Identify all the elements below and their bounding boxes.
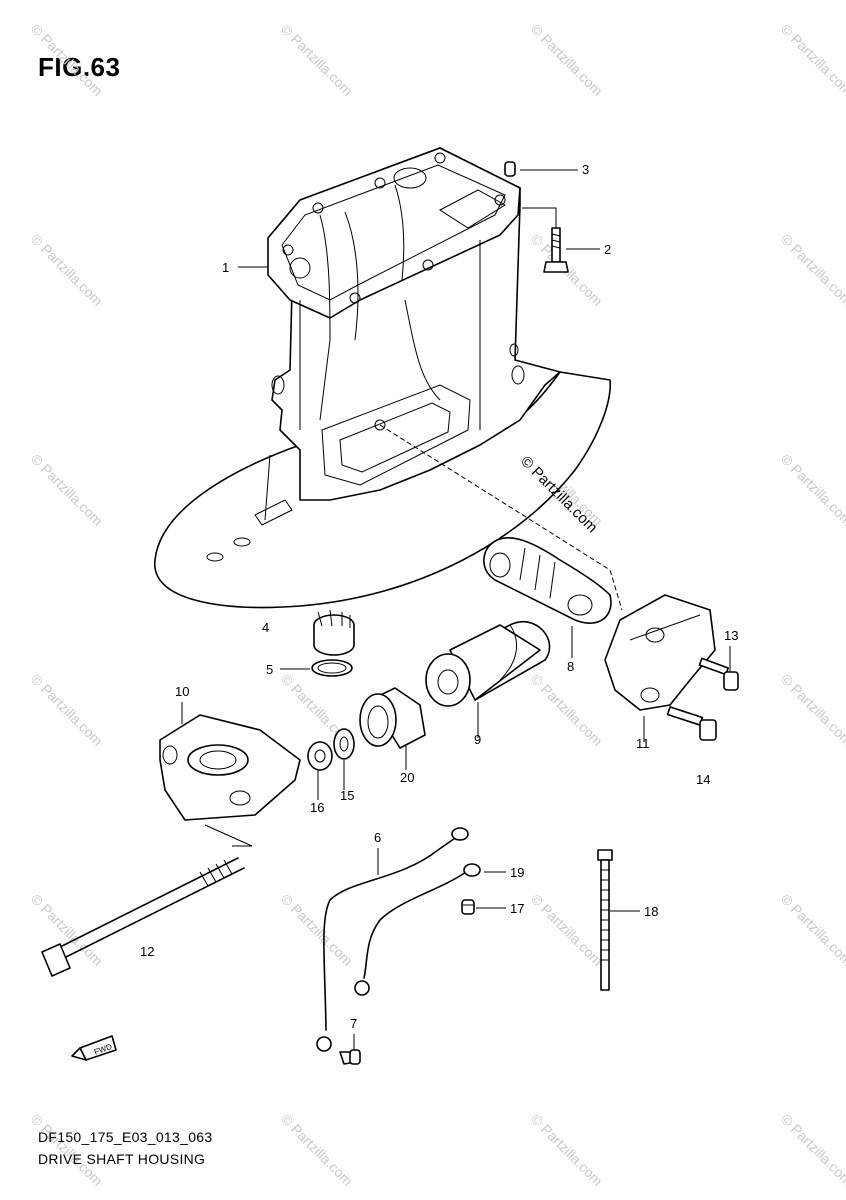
callout-7: 7 bbox=[350, 1016, 357, 1031]
watermark-text: © Partzilla.com bbox=[278, 1111, 356, 1189]
part-10-lower-mount-housing[interactable] bbox=[159, 714, 301, 821]
watermark-text: © Partzilla.com bbox=[778, 21, 846, 99]
watermark-text: © Partzilla.com bbox=[278, 891, 356, 969]
callout-4: 4 bbox=[262, 620, 269, 635]
callout-17: 17 bbox=[510, 901, 524, 916]
callout-8: 8 bbox=[567, 659, 574, 674]
callout-3: 3 bbox=[582, 162, 589, 177]
part-5-o-ring[interactable] bbox=[311, 659, 353, 677]
part-17-screw[interactable] bbox=[461, 899, 475, 915]
part-14-bolt[interactable] bbox=[666, 706, 717, 741]
callout-20: 20 bbox=[400, 770, 414, 785]
watermark-text: © Partzilla.com bbox=[28, 451, 106, 529]
footer-diagram-code: DF150_175_E03_013_063 bbox=[38, 1129, 213, 1145]
watermark-text: © Partzilla.com bbox=[528, 21, 606, 99]
callout-9: 9 bbox=[474, 732, 481, 747]
watermark-text: © Partzilla.com bbox=[778, 451, 846, 529]
callout-14: 14 bbox=[696, 772, 710, 787]
figure-title: FIG.63 bbox=[38, 52, 121, 82]
watermark-text: © Partzilla.com bbox=[778, 891, 846, 969]
part-15-washer[interactable] bbox=[333, 728, 355, 760]
callout-leaders bbox=[181, 169, 731, 1050]
callout-16: 16 bbox=[310, 800, 324, 815]
callout-labels: 1 2 3 4 5 6 7 8 9 10 11 12 13 14 15 16 1… bbox=[140, 162, 738, 1031]
watermark-text: © Partzilla.com bbox=[28, 1111, 106, 1189]
part-3-dowel-pin[interactable] bbox=[504, 161, 516, 177]
part-11-mount-bracket[interactable] bbox=[604, 594, 716, 711]
fwd-direction-arrow bbox=[71, 1035, 117, 1061]
callout-15: 15 bbox=[340, 788, 354, 803]
callout-12: 12 bbox=[140, 944, 154, 959]
part-16-washer[interactable] bbox=[307, 741, 333, 771]
callout-6: 6 bbox=[374, 830, 381, 845]
part-8-rubber-mount[interactable] bbox=[483, 537, 612, 624]
watermark-text: © Partzilla.com bbox=[28, 671, 106, 749]
callout-13: 13 bbox=[724, 628, 738, 643]
watermark-text: © Partzilla.com bbox=[528, 671, 606, 749]
callout-5: 5 bbox=[266, 662, 273, 677]
part-9-mount-cylinder[interactable] bbox=[425, 620, 551, 707]
part-18-cable-tie[interactable] bbox=[597, 849, 613, 991]
callout-10: 10 bbox=[175, 684, 189, 699]
watermark-text: © Partzilla.com bbox=[778, 1111, 846, 1189]
watermark-text: © Partzilla.com bbox=[778, 671, 846, 749]
footer-assembly-name: DRIVE SHAFT HOUSING bbox=[38, 1151, 206, 1167]
part-7-screw[interactable] bbox=[339, 1049, 361, 1065]
part-6-ground-wire[interactable] bbox=[316, 827, 469, 1052]
callout-1: 1 bbox=[222, 260, 229, 275]
watermark-text: © Partzilla.com bbox=[778, 231, 846, 309]
callout-11: 11 bbox=[636, 736, 650, 751]
watermark-text: © Partzilla.com bbox=[278, 21, 356, 99]
watermark-text: © Partzilla.com bbox=[528, 891, 606, 969]
part-12-long-bolt[interactable] bbox=[41, 824, 253, 977]
part-4-bushing[interactable] bbox=[313, 609, 355, 656]
part-20-mount-sleeve[interactable] bbox=[359, 687, 426, 749]
part-13-bolt[interactable] bbox=[698, 657, 739, 691]
watermark-text: © Partzilla.com bbox=[528, 1111, 606, 1189]
callout-18: 18 bbox=[644, 904, 658, 919]
callout-2: 2 bbox=[604, 242, 611, 257]
watermark-text: © Partzilla.com bbox=[28, 21, 106, 99]
part-19-ground-wire[interactable] bbox=[354, 863, 481, 996]
part-1-drive-shaft-housing[interactable] bbox=[154, 147, 623, 611]
watermark-text: © Partzilla.com bbox=[28, 231, 106, 309]
callout-19: 19 bbox=[510, 865, 524, 880]
